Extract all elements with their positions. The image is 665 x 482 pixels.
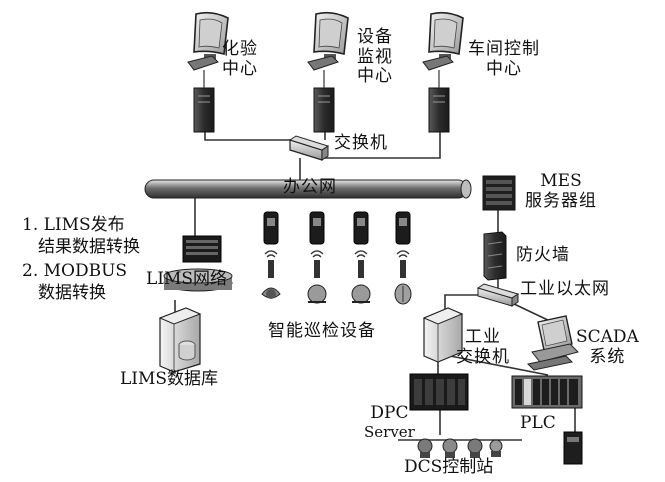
firewall-label: 防火墙 xyxy=(516,246,570,266)
station-label-lab: 化验 中心 xyxy=(222,40,258,79)
wifi-icon xyxy=(397,251,409,257)
plc-label: PLC xyxy=(520,414,556,434)
dpc-label-line1: DPC xyxy=(364,404,415,424)
switch-label: 交换机 xyxy=(334,134,388,154)
keyboard-icon xyxy=(188,56,218,70)
field-controller-icon xyxy=(564,432,582,464)
inspection-unit-3 xyxy=(352,212,370,303)
mes-label-line2: 服务器组 xyxy=(525,192,597,212)
mes-label: MES 服务器组 xyxy=(525,172,597,211)
link-lab-switch xyxy=(205,125,298,148)
lims-network-label: LIMS网络 xyxy=(146,270,227,290)
station-label-workshop-line1: 车间控制 xyxy=(468,40,540,60)
inspection-devices xyxy=(262,212,411,304)
station-label-equip-line1: 设备 xyxy=(357,28,393,48)
scada-workstation-icon xyxy=(528,316,578,370)
wifi-icon xyxy=(311,251,323,257)
inspection-unit-1 xyxy=(262,212,280,299)
dpc-server-rack-icon xyxy=(410,374,468,410)
station-label-equip-line2: 监视 xyxy=(357,48,393,68)
mes-server-icon xyxy=(483,176,515,210)
dpc-server-label: DPC Server xyxy=(364,404,415,441)
station-label-equip-line3: 中心 xyxy=(357,67,393,87)
lims-note-1: 1. LIMS发布 xyxy=(22,214,140,236)
keyboard-icon xyxy=(308,56,338,70)
workstation-equipment xyxy=(308,13,348,132)
mes-label-line1: MES xyxy=(525,172,597,192)
wifi-icon xyxy=(265,251,277,257)
wifi-icon xyxy=(355,251,367,257)
scada-label-line1: SCADA xyxy=(576,328,639,348)
industrial-switch-label: 工业 交换机 xyxy=(456,328,510,367)
tower-icon xyxy=(314,88,334,132)
industrial-ethernet-label: 工业以太网 xyxy=(520,280,610,300)
lims-note-2-detail: 数据转换 xyxy=(22,282,140,304)
firewall-icon xyxy=(484,232,506,280)
keyboard-icon xyxy=(423,56,453,70)
station-label-workshop: 车间控制 中心 xyxy=(468,40,540,79)
switch-icon xyxy=(290,136,328,160)
office-network-label: 办公网 xyxy=(283,178,337,198)
tower-icon xyxy=(194,88,214,132)
workstation-workshop xyxy=(423,13,463,132)
industrial-switch-label-line1: 工业 xyxy=(456,328,510,348)
dcs-label: DCS控制站 xyxy=(404,458,493,478)
inspection-devices-label: 智能巡检设备 xyxy=(268,322,376,342)
lims-database-server-icon xyxy=(160,308,200,372)
inspection-unit-4 xyxy=(395,212,411,304)
dcs-field-devices-icon xyxy=(418,439,502,458)
tower-icon xyxy=(429,88,449,132)
industrial-switch-label-line2: 交换机 xyxy=(456,348,510,368)
scada-label-line2: 系统 xyxy=(576,348,639,368)
lims-notes: 1. LIMS发布 结果数据转换 2. MODBUS 数据转换 xyxy=(22,214,140,304)
station-label-workshop-line2: 中心 xyxy=(468,60,540,80)
lims-note-2: 2. MODBUS xyxy=(22,260,140,282)
lims-note-1-detail: 结果数据转换 xyxy=(22,236,140,258)
lims-database-label: LIMS数据库 xyxy=(120,370,218,390)
station-label-lab-line2: 中心 xyxy=(222,60,258,80)
inspection-unit-2 xyxy=(308,212,326,303)
dpc-label-line2: Server xyxy=(364,424,415,441)
scada-label: SCADA 系统 xyxy=(576,328,639,367)
station-label-equip: 设备 监视 中心 xyxy=(357,28,393,87)
station-label-lab-line1: 化验 xyxy=(222,40,258,60)
link-ie-right xyxy=(512,303,552,322)
plc-rack-icon xyxy=(512,376,582,408)
